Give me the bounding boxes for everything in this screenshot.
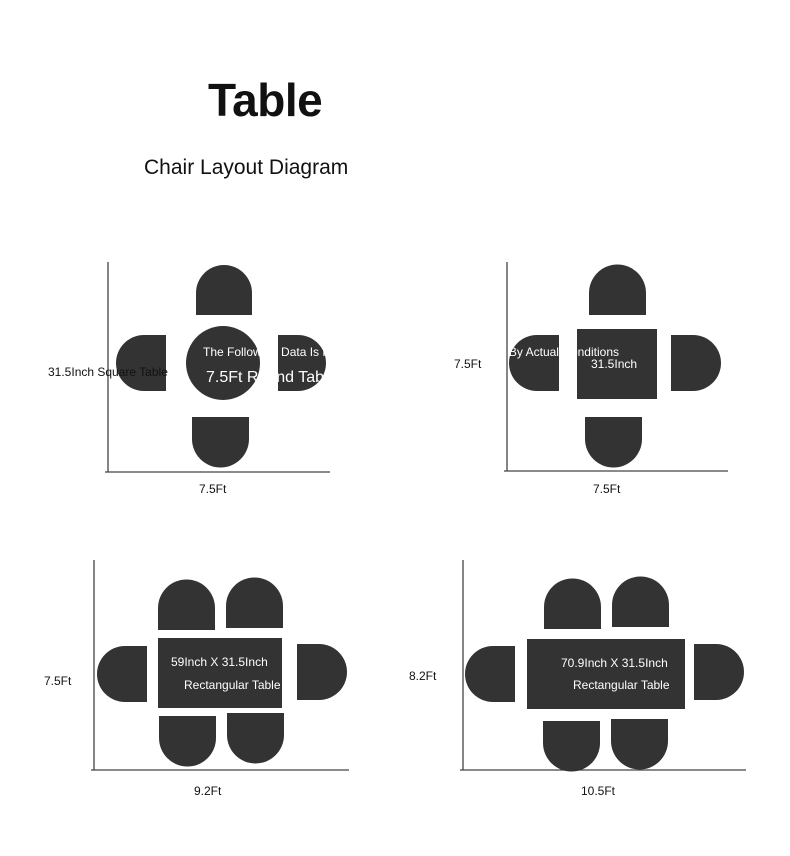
- chair-right: [297, 644, 347, 700]
- height-label: 8.2Ft: [409, 669, 437, 683]
- round-table: [186, 326, 260, 400]
- width-label: 10.5Ft: [581, 784, 616, 798]
- chair-bottom-1: [159, 716, 216, 767]
- chair-left: [509, 335, 559, 391]
- table-label-square: 31.5Inch Square Table: [48, 365, 168, 379]
- chair-bottom-2: [227, 713, 284, 764]
- page-title: Table: [208, 74, 323, 126]
- reference-notice: The Following Data Is For Reference Only…: [203, 345, 619, 359]
- square-table: [577, 329, 657, 399]
- table-size-label: 70.9Inch X 31.5Inch: [561, 656, 668, 670]
- chair-top: [196, 265, 252, 315]
- height-label: 7.5Ft: [454, 357, 482, 371]
- table-type-label: Rectangular Table: [184, 678, 281, 692]
- chair-bottom: [585, 417, 642, 468]
- chair-left: [97, 646, 147, 702]
- layout-rect-table-small: [91, 560, 349, 771]
- width-label: 7.5Ft: [199, 482, 227, 496]
- chair-bottom-1: [543, 721, 600, 772]
- height-label: 7.5Ft: [44, 674, 72, 688]
- chair-top-2: [612, 576, 669, 627]
- chair-top-2: [226, 577, 283, 628]
- chair-right: [278, 335, 326, 391]
- chair-bottom: [192, 417, 249, 468]
- table-size-label: 31.5Inch: [591, 357, 638, 371]
- rect-table: [527, 639, 685, 709]
- page-subtitle: Chair Layout Diagram: [144, 156, 349, 179]
- chair-top: [589, 264, 646, 315]
- width-label: 9.2Ft: [194, 784, 222, 798]
- layout-square-table: [504, 262, 728, 472]
- chair-top-1: [544, 578, 601, 629]
- chair-right: [694, 644, 744, 700]
- chair-top-1: [158, 579, 215, 630]
- chair-bottom-2: [611, 719, 668, 770]
- rect-table: [158, 638, 282, 708]
- chair-right: [671, 335, 721, 391]
- chair-left: [116, 335, 166, 391]
- layout-round-table: [105, 262, 330, 473]
- round-table-label: 7.5Ft Round Table: [206, 369, 337, 386]
- table-size-label: 59Inch X 31.5Inch: [171, 655, 268, 669]
- chair-left: [465, 646, 515, 702]
- table-type-label: Rectangular Table: [573, 678, 670, 692]
- width-label: 7.5Ft: [593, 482, 621, 496]
- layout-rect-table-large: [460, 560, 746, 772]
